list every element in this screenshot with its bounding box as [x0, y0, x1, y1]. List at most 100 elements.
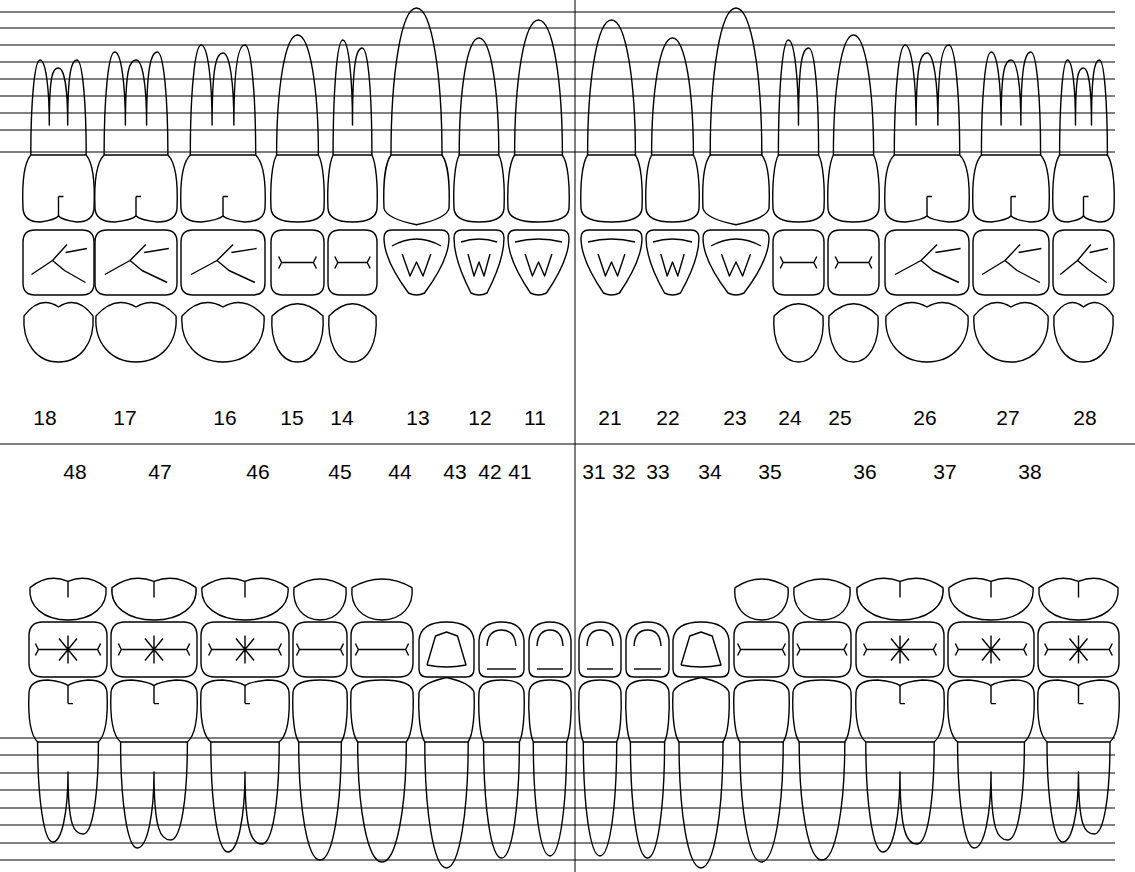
- tooth-crown: [579, 680, 622, 742]
- cingulum-mark: [402, 254, 431, 276]
- crown-groove: [244, 581, 245, 597]
- tooth-occlusal: [703, 230, 769, 295]
- fissure: [780, 257, 817, 269]
- tooth-number: 28: [1073, 406, 1096, 430]
- tooth-occlusal: [271, 230, 324, 295]
- tooth-occlusal: [973, 230, 1049, 295]
- incisal-ridge: [634, 630, 661, 646]
- cingulum-mark: [468, 254, 490, 276]
- tooth-crown: [23, 155, 94, 222]
- tooth-number: 12: [468, 406, 491, 430]
- fissure-star: [145, 636, 163, 664]
- tooth-lingual: [294, 579, 346, 620]
- tooth-root: [333, 40, 372, 155]
- tooth-occlusal: [454, 230, 504, 295]
- tooth-crown: [1053, 155, 1114, 222]
- tooth-number: 21: [598, 406, 621, 430]
- tooth-crown: [201, 680, 289, 742]
- guide-line: [0, 825, 1115, 826]
- tooth-occlusal: [581, 230, 642, 295]
- fissure-star: [891, 636, 909, 664]
- fissure: [835, 257, 872, 269]
- incisal-ridge: [461, 239, 497, 242]
- tooth-root: [277, 35, 319, 155]
- incisal-ridge: [711, 239, 761, 246]
- fissure: [1060, 245, 1108, 283]
- tooth-crown: [703, 155, 769, 225]
- tooth-occlusal: [201, 622, 289, 677]
- arch-divider: [0, 444, 1135, 445]
- fissure-star: [1070, 636, 1088, 664]
- tooth-root: [299, 742, 342, 860]
- midline: [575, 0, 576, 872]
- crown-groove: [1084, 197, 1089, 217]
- tooth-occlusal: [948, 622, 1034, 677]
- tooth-occlusal: [579, 622, 621, 677]
- incisal-edge: [587, 668, 613, 669]
- tooth-root: [710, 8, 762, 155]
- incisal-ridge: [681, 632, 721, 667]
- tooth-occlusal: [793, 622, 851, 677]
- tooth-crown: [734, 680, 790, 742]
- guide-line: [0, 738, 1115, 739]
- tooth-crown: [384, 155, 449, 225]
- fissure: [982, 245, 1041, 283]
- tooth-number: 31: [582, 460, 605, 484]
- guide-line: [0, 62, 1115, 63]
- cingulum-mark: [598, 254, 625, 276]
- tooth-root: [866, 742, 934, 852]
- crown-groove: [67, 581, 68, 597]
- tooth-lingual: [202, 578, 288, 620]
- tooth-number: 47: [148, 460, 171, 484]
- tooth-occlusal: [328, 230, 377, 295]
- tooth-lingual: [24, 303, 93, 362]
- tooth-crown: [973, 155, 1049, 222]
- tooth-root: [894, 45, 959, 155]
- tooth-occlusal: [508, 230, 569, 295]
- tooth-crown: [1038, 680, 1119, 742]
- tooth-number: 42: [478, 460, 501, 484]
- tooth-number: 23: [723, 406, 746, 430]
- incisal-ridge: [392, 239, 441, 246]
- incisal-edge: [487, 668, 516, 669]
- tooth-root: [799, 742, 845, 860]
- tooth-lingual: [329, 304, 376, 362]
- tooth-occlusal: [23, 230, 94, 295]
- tooth-number: 27: [996, 406, 1019, 430]
- tooth-root: [679, 742, 723, 868]
- crown-groove: [1078, 581, 1079, 597]
- tooth-number: 26: [913, 406, 936, 430]
- tooth-occlusal: [419, 622, 474, 677]
- cingulum-mark: [525, 254, 552, 276]
- tooth-occlusal: [773, 230, 824, 295]
- tooth-crown: [508, 155, 569, 222]
- fissure: [279, 257, 317, 269]
- incisal-ridge: [537, 630, 563, 646]
- tooth-lingual: [949, 578, 1033, 620]
- fissure-star: [59, 636, 77, 664]
- tooth-root: [459, 38, 499, 155]
- tooth-occlusal: [95, 230, 177, 295]
- tooth-root: [833, 35, 873, 155]
- fissure-star: [236, 636, 254, 664]
- tooth-number: 44: [388, 460, 411, 484]
- tooth-number: 18: [33, 406, 56, 430]
- incisal-ridge: [427, 632, 466, 667]
- fissure: [895, 245, 961, 283]
- tooth-root: [1047, 742, 1110, 842]
- tooth-number: 33: [646, 460, 669, 484]
- tooth-crown: [773, 155, 825, 222]
- crown-groove: [154, 686, 159, 704]
- tooth-occlusal: [856, 622, 944, 677]
- tooth-number: 34: [698, 460, 721, 484]
- tooth-occlusal: [885, 230, 969, 295]
- fissure: [32, 245, 87, 283]
- guide-line: [0, 755, 1115, 756]
- tooth-crown: [856, 680, 944, 742]
- tooth-occlusal: [673, 622, 729, 677]
- tooth-root: [533, 742, 566, 856]
- tooth-occlusal: [293, 622, 347, 677]
- tooth-lingual: [794, 579, 850, 620]
- crown-groove: [1011, 197, 1016, 217]
